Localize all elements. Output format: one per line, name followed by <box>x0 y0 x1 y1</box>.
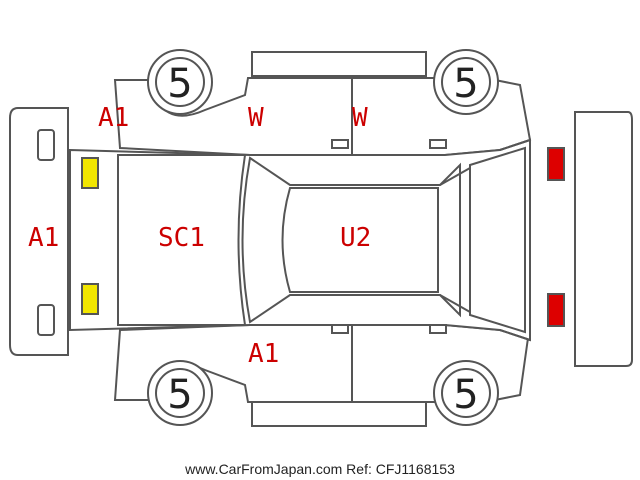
tire-front-right: 5 <box>147 360 213 426</box>
rear-bumper <box>574 111 633 367</box>
headlight-right <box>81 283 99 315</box>
front-bumper <box>9 107 69 356</box>
tire-rear-left-value: 5 <box>453 61 478 107</box>
headlight-left <box>81 157 99 189</box>
tire-front-right-value: 5 <box>167 372 192 418</box>
code-left-pillar: W <box>248 103 264 133</box>
hood-panel <box>117 154 247 326</box>
tire-rear-right: 5 <box>433 360 499 426</box>
taillight-left <box>547 147 565 181</box>
code-right-pillar: W <box>352 103 368 133</box>
taillight-right <box>547 293 565 327</box>
code-front-bumper: A1 <box>28 223 59 253</box>
code-right-front-door: A1 <box>248 339 279 369</box>
rear-fender-lines <box>499 139 531 341</box>
code-roof: U2 <box>340 223 371 253</box>
code-left-front-quarter: A1 <box>98 103 129 133</box>
code-hood: SC1 <box>158 223 205 253</box>
trunk-panel <box>469 146 526 334</box>
tire-front-left-value: 5 <box>167 61 192 107</box>
tire-front-left: 5 <box>147 49 213 115</box>
tire-rear-left: 5 <box>433 49 499 115</box>
doors-bottom <box>251 324 447 427</box>
watermark-text: www.CarFromJapan.com Ref: CFJ1168153 <box>184 461 455 477</box>
doors-top <box>251 51 447 155</box>
tire-rear-right-value: 5 <box>453 372 478 418</box>
cabin <box>241 156 471 324</box>
